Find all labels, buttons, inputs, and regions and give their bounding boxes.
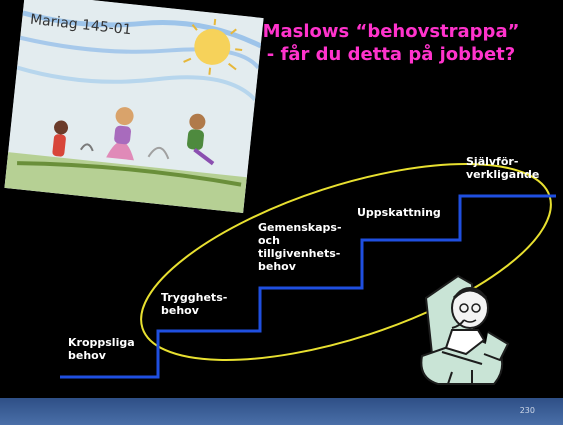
step-label-gemenskap: Gemenskaps- och tillgivenhets- behov bbox=[258, 221, 342, 273]
title-line-1: Maslows “behovstrappa” bbox=[262, 21, 520, 42]
step-label-kroppsliga: Kroppsliga behov bbox=[68, 336, 135, 362]
thinking-man-clipart bbox=[412, 268, 516, 386]
step-label-sjalvforverkligande: Självför- verkligande bbox=[466, 155, 540, 181]
step-label-trygghet: Trygghets- behov bbox=[161, 291, 228, 317]
child-drawing-icon: Mariag 145-01 bbox=[4, 0, 264, 214]
title-line-2: - får du detta på jobbet? bbox=[266, 44, 516, 65]
slide-title: Maslows “behovstrappa” - får du detta på… bbox=[232, 20, 550, 66]
child-drawing-illustration: Mariag 145-01 bbox=[4, 0, 264, 214]
footer-bar: 230 bbox=[0, 398, 563, 425]
thinker-icon bbox=[420, 274, 510, 385]
slide-number: 230 bbox=[519, 406, 535, 415]
step-label-uppskattning: Uppskattning bbox=[357, 206, 441, 219]
